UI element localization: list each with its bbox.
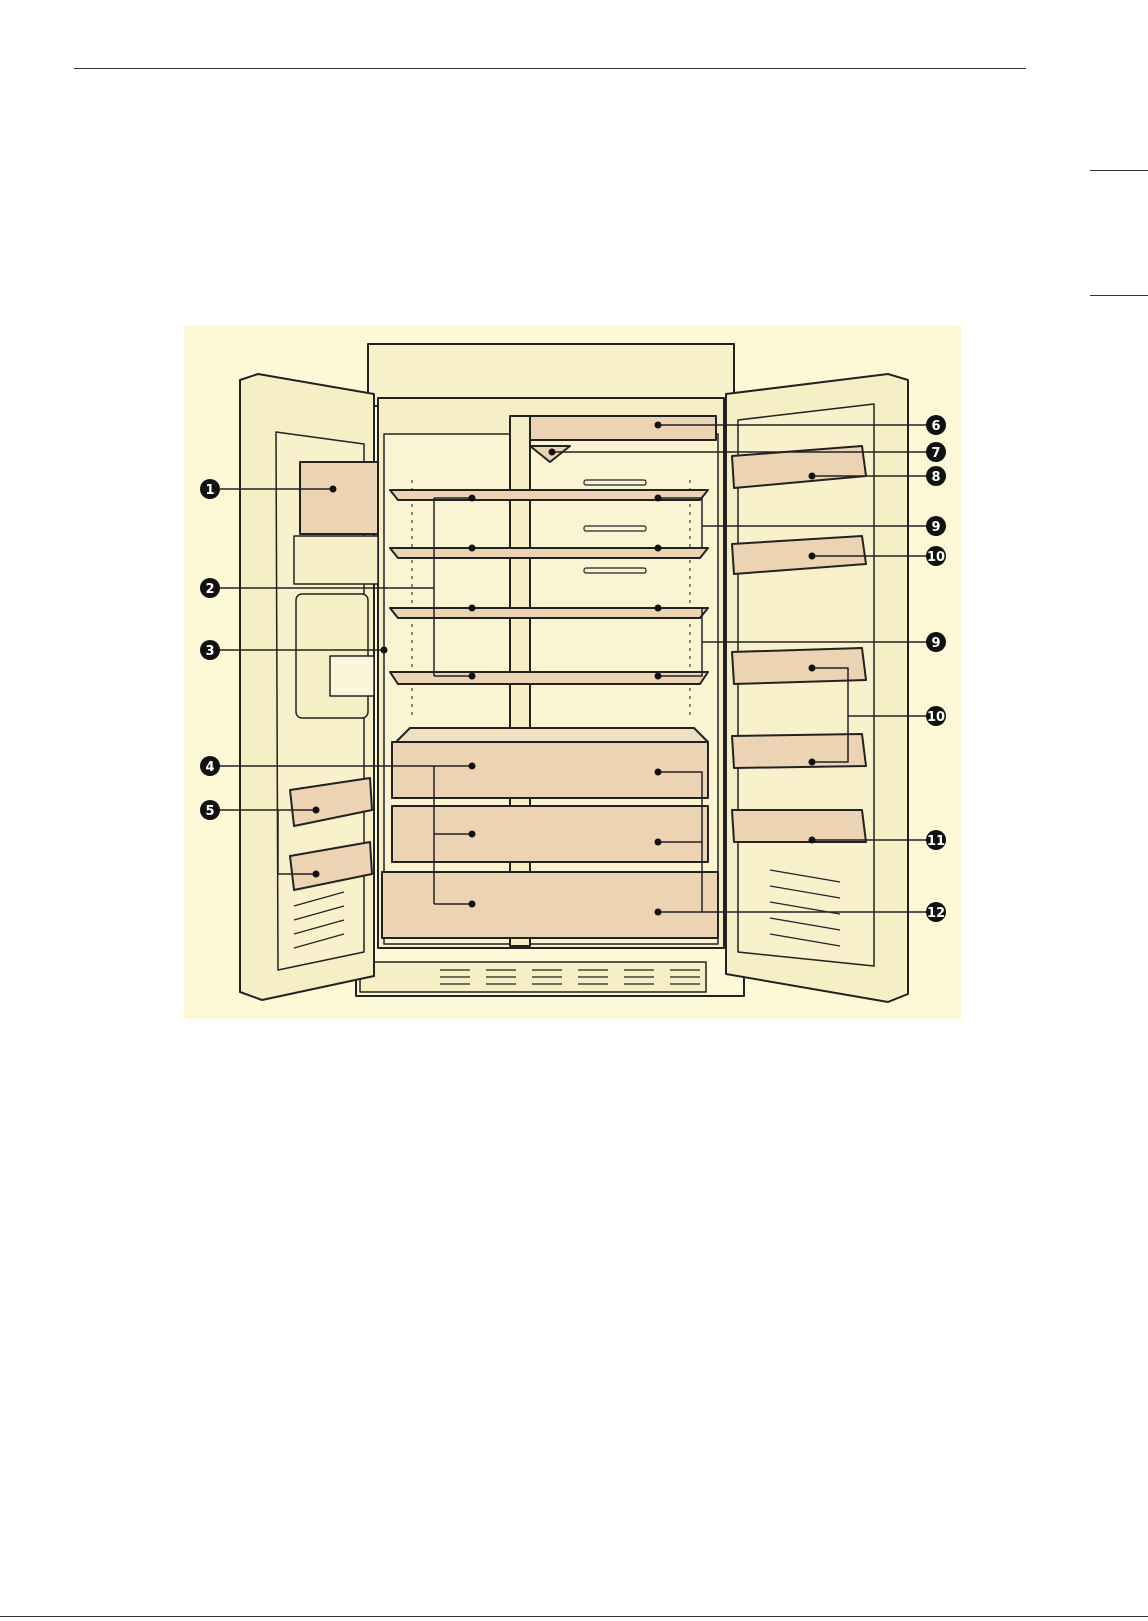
svg-text:11: 11 xyxy=(927,834,945,849)
callout-11: 11 xyxy=(926,830,946,850)
svg-text:1: 1 xyxy=(205,483,214,498)
callout-4: 4 xyxy=(200,756,220,776)
callout-9-lower: 9 xyxy=(926,632,946,652)
svg-text:5: 5 xyxy=(205,804,214,819)
svg-text:7: 7 xyxy=(931,446,940,461)
svg-text:10: 10 xyxy=(927,550,945,565)
callout-2: 2 xyxy=(200,578,220,598)
callout-12: 12 xyxy=(926,902,946,922)
callout-7: 7 xyxy=(926,442,946,462)
svg-text:2: 2 xyxy=(205,582,214,597)
callout-9-upper: 9 xyxy=(926,516,946,536)
callout-1: 1 xyxy=(200,479,220,499)
top-drawer xyxy=(530,416,716,440)
ice-maker xyxy=(300,462,378,534)
dispenser-housing xyxy=(294,536,378,584)
right-door-panel xyxy=(738,404,874,966)
svg-text:9: 9 xyxy=(931,636,940,651)
svg-text:4: 4 xyxy=(205,760,214,775)
svg-text:6: 6 xyxy=(931,419,940,434)
crisper-drawers xyxy=(382,728,718,938)
cabinet-top xyxy=(368,344,734,406)
callout-10-lower: 10 xyxy=(926,706,946,726)
svg-text:8: 8 xyxy=(931,470,940,485)
svg-text:10: 10 xyxy=(927,710,945,725)
svg-text:12: 12 xyxy=(927,906,945,921)
callout-6: 6 xyxy=(926,415,946,435)
svg-text:9: 9 xyxy=(931,520,940,535)
dispenser-window xyxy=(330,656,374,696)
callout-10-upper: 10 xyxy=(926,546,946,566)
svg-text:3: 3 xyxy=(205,644,214,659)
callout-5: 5 xyxy=(200,800,220,820)
callout-8: 8 xyxy=(926,466,946,486)
callout-3: 3 xyxy=(200,640,220,660)
